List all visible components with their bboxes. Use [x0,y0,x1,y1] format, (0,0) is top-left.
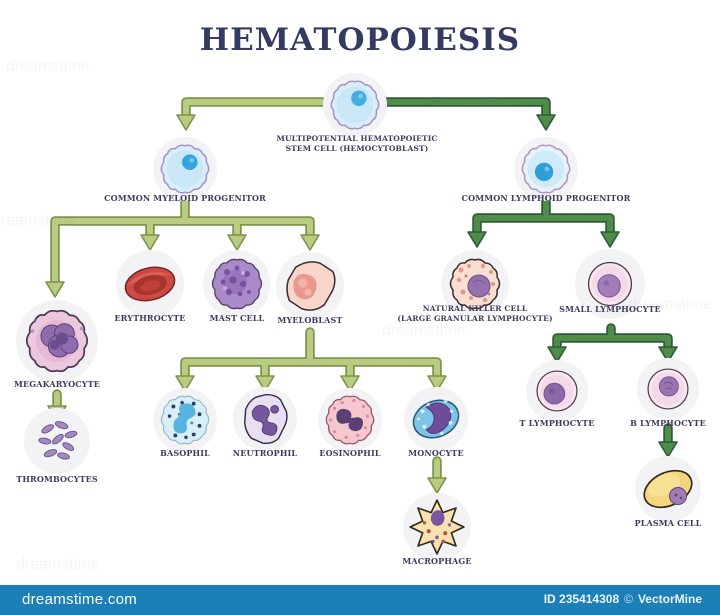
image-id: ID 235414308 [543,592,620,606]
mast-cell-icon [203,250,271,318]
thrombocytes-cell-icon [24,408,90,474]
label-eosinophil: EOSINOPHIL [319,448,381,458]
arrowheads-dark [467,114,678,458]
label-myeloid-progenitor: COMMON MYELOID PROGENITOR [104,193,266,203]
label-small-lymphocyte: SMALL LYMPHOCYTE [559,304,661,314]
small-lymphocyte-cell-icon [575,249,645,319]
plasma-cell-icon [635,456,701,522]
label-stem-cell-line2: STEM CELL (HEMOCYTOBLAST) [285,144,429,153]
label-b-lymphocyte: B LYMPHOCYTE [630,418,706,428]
macrophage-cell-icon [403,493,471,561]
author-name: VectorMine [637,592,702,606]
label-monocyte: MONOCYTE [408,448,464,458]
label-megakaryocyte: MEGAKARYOCYTE [14,379,100,389]
label-natural-killer-line1: NATURAL KILLER CELL [422,304,528,313]
dreamstime-logo-text: dreamstime.com [22,590,138,608]
label-mast-cell: MAST CELL [209,313,265,323]
label-natural-killer-line2: (LARGE GRANULAR LYMPHOCYTE) [397,314,553,323]
myeloid-progenitor-cell-icon [153,137,217,201]
label-stem-cell-line1: MULTIPOTENTIAL HEMATOPOIETIC [276,134,438,143]
copyright-symbol: © [624,592,633,606]
label-thrombocytes: THROMBOCYTES [16,474,98,484]
basophil-cell-icon [153,388,217,452]
label-lymphoid-progenitor: COMMON LYMPHOID PROGENITOR [461,193,631,203]
t-lymphocyte-cell-icon [526,360,588,422]
neutrophil-cell-icon [233,387,297,451]
erythrocyte-cell-icon [116,250,184,318]
label-plasma-cell: PLASMA CELL [634,518,702,528]
monocyte-cell-icon [404,387,468,451]
b-lymphocyte-cell-icon [637,358,699,420]
eosinophil-cell-icon [318,388,382,452]
natural-killer-cell-icon [441,250,509,318]
label-macrophage: MACROPHAGE [402,556,472,566]
label-erythrocyte: ERYTHROCYTE [114,313,186,323]
stock-site-footer-bar: dreamstime.com ID 235414308 © VectorMine [0,585,720,615]
image-credit: ID 235414308 © VectorMine [544,592,702,606]
lymphoid-progenitor-cell-icon [514,137,578,201]
label-t-lymphocyte: T LYMPHOCYTE [519,418,595,428]
label-basophil: BASOPHIL [160,448,210,458]
page-title: HEMATOPOIESIS [199,22,521,58]
stem-cell-icon [323,73,387,137]
megakaryocyte-cell-icon [16,300,98,382]
myeloblast-cell-icon [276,252,344,320]
label-myeloblast: MYELOBLAST [277,315,343,325]
label-neutrophil: NEUTROPHIL [232,448,298,458]
